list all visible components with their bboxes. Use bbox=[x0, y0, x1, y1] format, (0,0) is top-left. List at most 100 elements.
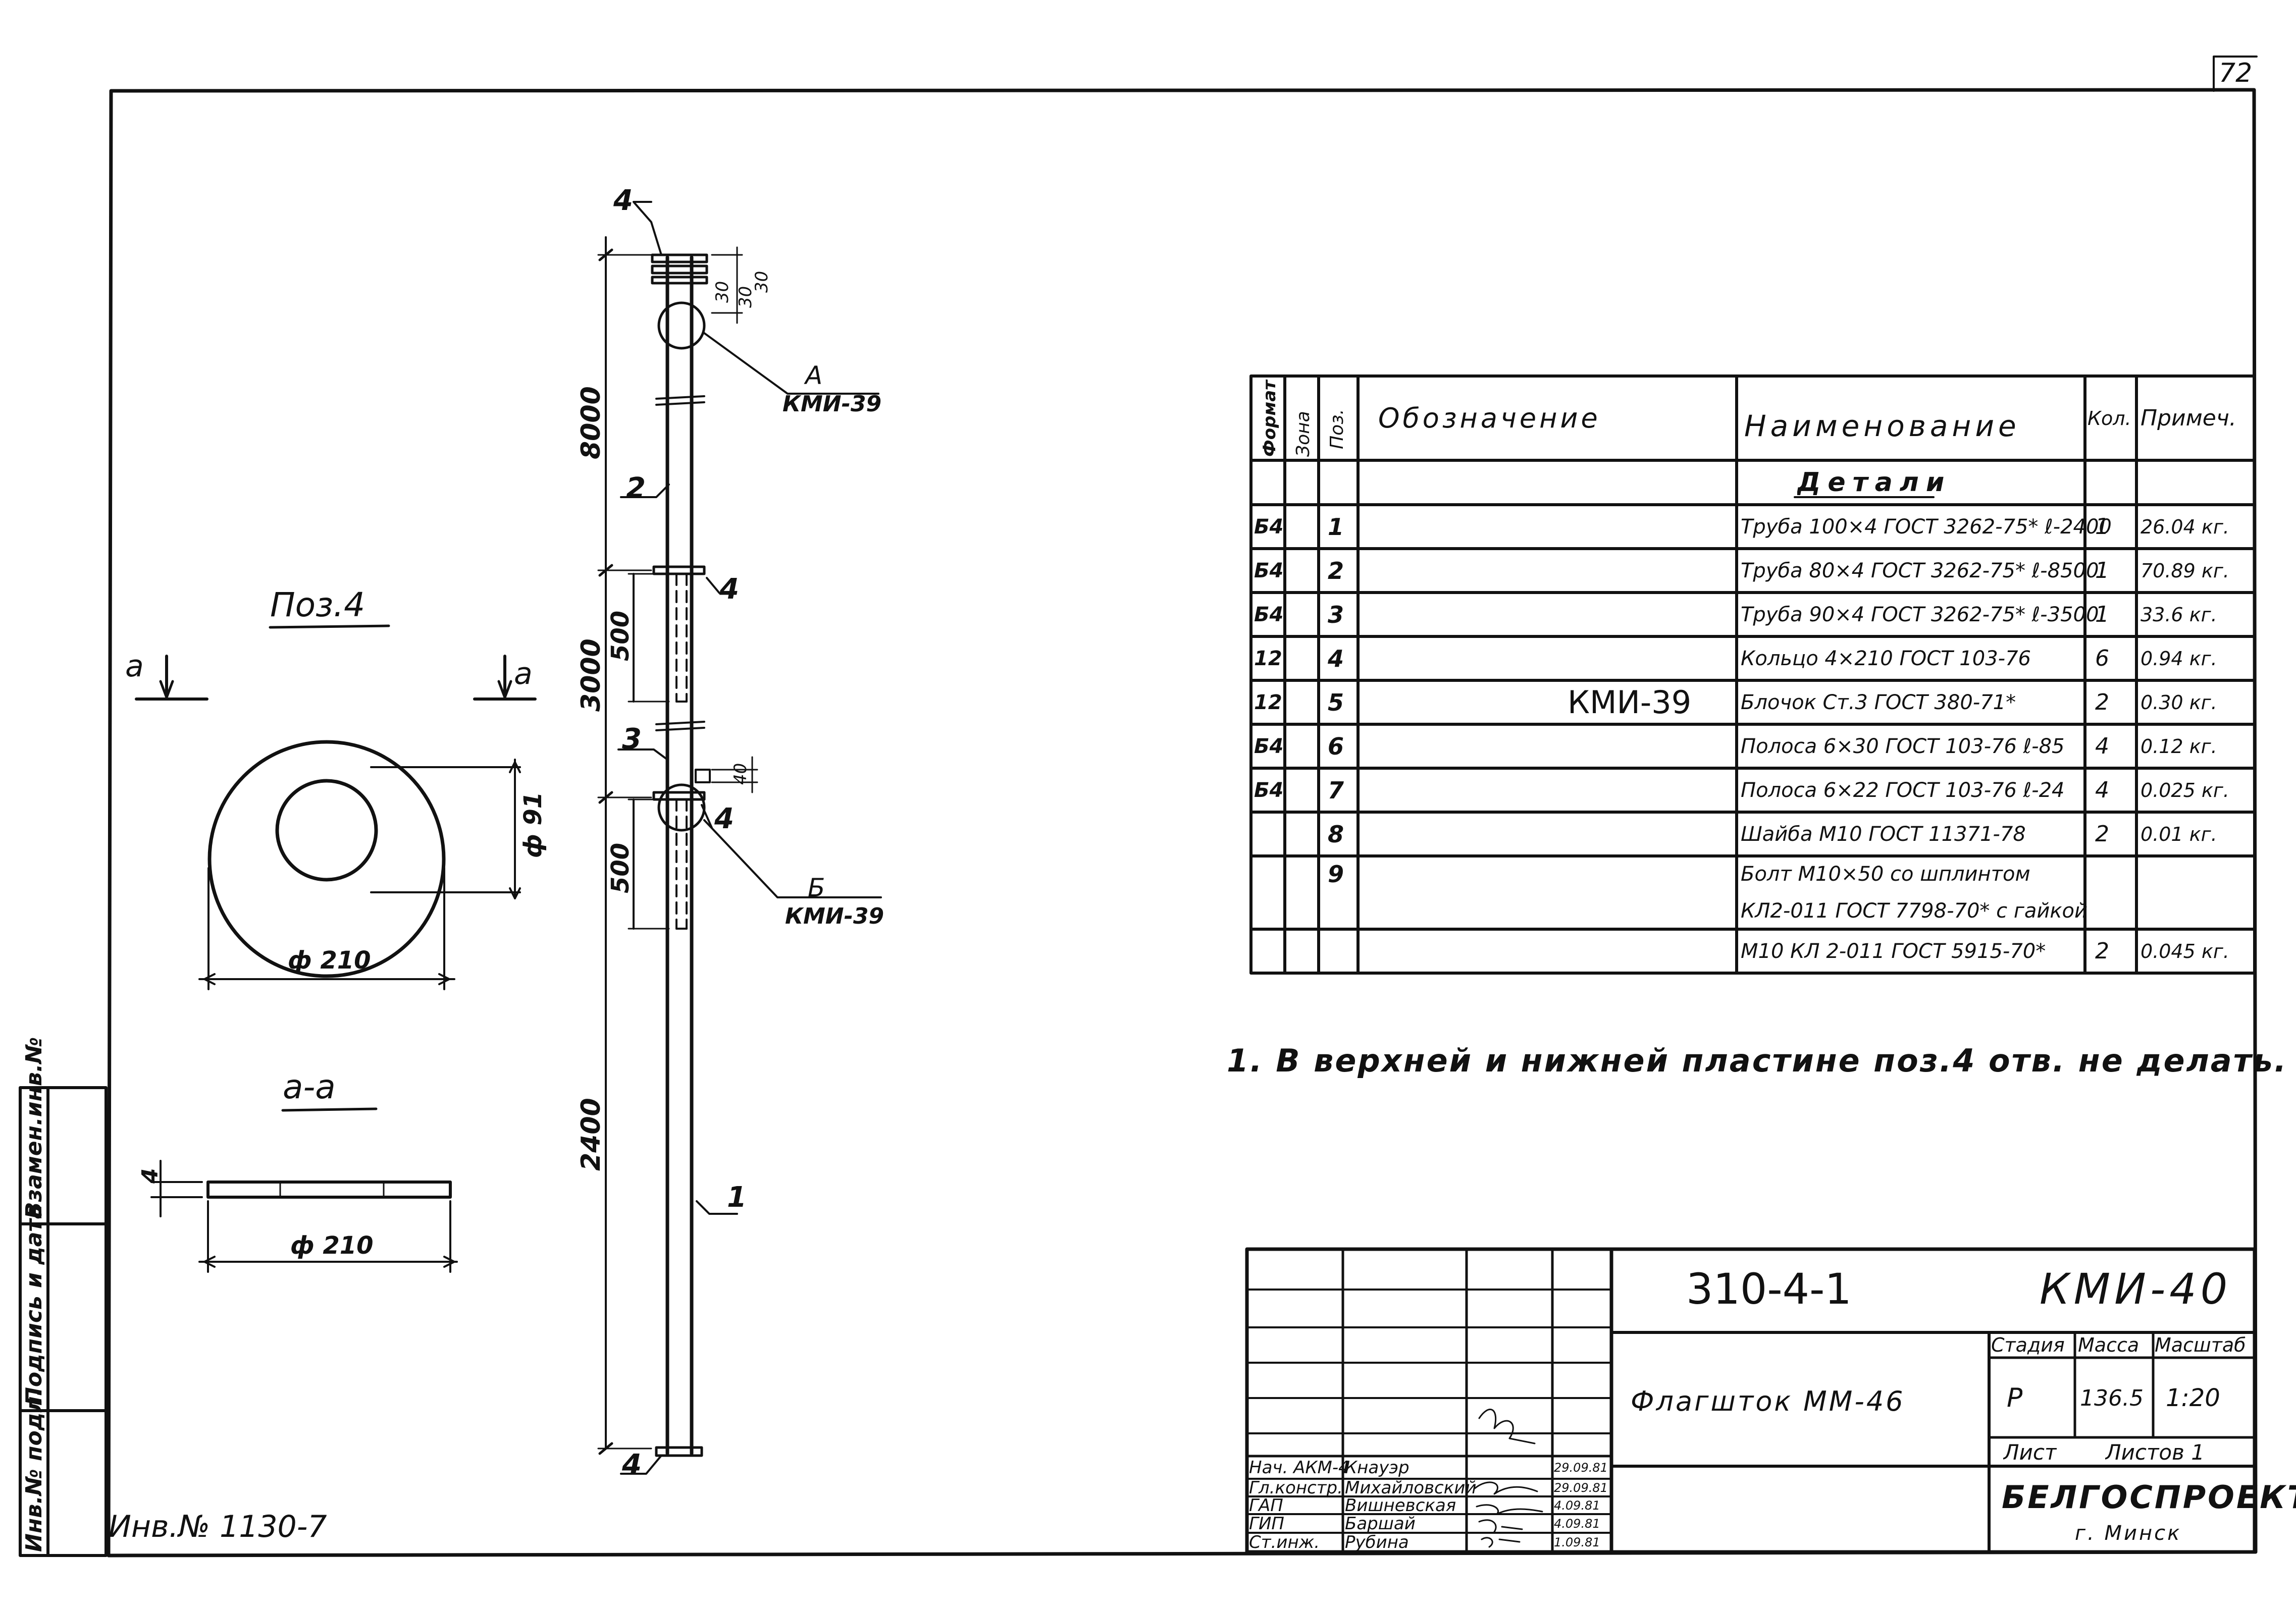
signatory-date: 4.09.81 bbox=[1554, 1516, 1600, 1531]
signatory-date: 4.09.81 bbox=[1554, 1498, 1600, 1513]
row-note: 0.12 кг. bbox=[2141, 735, 2217, 758]
row-note: 0.045 кг. bbox=[2141, 940, 2229, 962]
mass-value: 136.5 bbox=[2080, 1385, 2144, 1411]
header-pos: Поз. bbox=[1327, 409, 1347, 449]
signatory-name: Вишневская bbox=[1345, 1496, 1456, 1514]
dim-top-gap-3: 30 bbox=[712, 281, 733, 303]
row-qty: 2 bbox=[2095, 821, 2109, 847]
callout-b-ref: КМИ-39 bbox=[785, 903, 884, 929]
inner-diameter-label: ф 91 bbox=[519, 792, 547, 858]
scale-label: Масштаб bbox=[2155, 1334, 2246, 1356]
row-name: Шайба М10 ГОСТ 11371-78 bbox=[1741, 822, 2026, 846]
pole-pos-2: 2 bbox=[626, 472, 646, 505]
callout-b-letter: Б bbox=[808, 873, 825, 902]
pole-pos-4-low: 4 bbox=[714, 802, 734, 835]
row-note: 26.04 кг. bbox=[2141, 515, 2229, 538]
thickness-label: 4 bbox=[137, 1168, 163, 1184]
callout-a-ref: КМИ-39 bbox=[782, 391, 882, 417]
row-note: 0.01 кг. bbox=[2141, 823, 2217, 845]
section-mark-right: а bbox=[514, 656, 533, 691]
detail-title: Поз.4 bbox=[270, 585, 366, 624]
general-note: 1. В верхней и нижней пластине поз.4 отв… bbox=[1227, 1042, 2288, 1079]
object-name: Флагшток ММ-46 bbox=[1631, 1385, 1905, 1417]
scale-value: 1:20 bbox=[2166, 1384, 2220, 1412]
dim-sleeve-upper: 500 bbox=[606, 611, 635, 661]
row-note: 70.89 кг. bbox=[2141, 559, 2229, 582]
signatory-name: Рубина bbox=[1345, 1533, 1409, 1552]
signatory-role: Гл.констр. bbox=[1249, 1479, 1343, 1496]
row-format: Б4 bbox=[1254, 734, 1284, 758]
row-name: Кольцо 4×210 ГОСТ 103-76 bbox=[1741, 647, 2031, 670]
section-mark-left: а bbox=[125, 649, 144, 684]
signatory-name: Баршай bbox=[1345, 1514, 1416, 1533]
city: г. Минск bbox=[2075, 1522, 2182, 1545]
row-note: 0.94 кг. bbox=[2141, 647, 2217, 670]
row-pos: 6 bbox=[1328, 732, 1344, 760]
pole-pos-3: 3 bbox=[622, 723, 642, 756]
row-name: КЛ2-011 ГОСТ 7798-70* с гайкой bbox=[1741, 899, 2088, 923]
header-zone: Зона bbox=[1293, 411, 1314, 457]
signatory-date: 29.09.81 bbox=[1554, 1460, 1608, 1475]
organization: БЕЛГОСПРОЕКТ bbox=[2002, 1479, 2296, 1516]
row-name: Полоса 6×22 ГОСТ 103-76 ℓ-24 bbox=[1741, 778, 2065, 802]
section-title: а-а bbox=[283, 1067, 336, 1106]
row-pos: 3 bbox=[1328, 601, 1344, 628]
spec-table-grid bbox=[1249, 374, 2256, 975]
mass-label: Масса bbox=[2078, 1334, 2140, 1356]
row-name: М10 КЛ 2-011 ГОСТ 5915-70* bbox=[1741, 939, 2046, 963]
signatory-role: Нач. АКМ-4 bbox=[1249, 1457, 1349, 1478]
header-name: Наименование bbox=[1744, 408, 2020, 443]
pole-pos-4-bottom: 4 bbox=[622, 1449, 642, 1481]
dim-top-gap-1: 30 bbox=[736, 286, 756, 308]
row-name: Труба 90×4 ГОСТ 3262-75* ℓ-3500 bbox=[1741, 603, 2099, 626]
pole-pos-1: 1 bbox=[727, 1181, 747, 1214]
stage-value: Р bbox=[2007, 1383, 2023, 1413]
row-pos: 7 bbox=[1328, 776, 1344, 804]
section-diameter-label: ф 210 bbox=[290, 1231, 374, 1260]
row-qty: 1 bbox=[2095, 558, 2109, 583]
row-qty: 6 bbox=[2095, 646, 2109, 671]
ring-plan-view bbox=[135, 624, 537, 990]
dim-segment-bottom: 2400 bbox=[576, 1098, 606, 1171]
page-number-box bbox=[2213, 56, 2258, 92]
project-code: 310-4-1 bbox=[1686, 1264, 1852, 1314]
row-name: Блочок Ст.3 ГОСТ 380-71* bbox=[1741, 690, 2016, 714]
pole-pos-4-top: 4 bbox=[613, 184, 633, 217]
row-qty: 2 bbox=[2095, 938, 2109, 964]
row-format: Б4 bbox=[1254, 603, 1284, 626]
row-name: Болт М10×50 со шплинтом bbox=[1741, 863, 2030, 886]
sheets-label: Листов 1 bbox=[2105, 1439, 2205, 1465]
row-qty: 2 bbox=[2095, 689, 2109, 715]
header-format: Формат bbox=[1260, 379, 1280, 457]
dim-side-gap: 40 bbox=[730, 763, 751, 785]
row-qty: 4 bbox=[2095, 777, 2109, 803]
row-pos: 9 bbox=[1328, 861, 1344, 888]
signatory-role: ГИП bbox=[1249, 1514, 1284, 1533]
dim-segment-top: 8000 bbox=[576, 386, 606, 459]
sheet-label: Лист bbox=[2003, 1439, 2057, 1465]
signatures bbox=[1473, 1409, 1543, 1548]
side-stamp-col1: Инв.№ подл. bbox=[21, 1388, 47, 1552]
section-details-title: Детали bbox=[1797, 467, 1952, 498]
pole-elevation bbox=[597, 201, 882, 1475]
row-note: 33.6 кг. bbox=[2141, 603, 2217, 626]
row-pos: 8 bbox=[1328, 820, 1344, 848]
drawing-code: КМИ-40 bbox=[2040, 1264, 2232, 1314]
side-stamp-col3: Взамен.инв.№ bbox=[21, 1037, 47, 1219]
row-pos: 1 bbox=[1328, 513, 1344, 541]
signatory-role: ГАП bbox=[1249, 1496, 1283, 1514]
page-number: 72 bbox=[2219, 58, 2252, 88]
row-format: 12 bbox=[1254, 647, 1282, 670]
row-pos: 2 bbox=[1328, 557, 1344, 584]
row-qty: 4 bbox=[2095, 733, 2109, 759]
header-note: Примеч. bbox=[2141, 405, 2236, 431]
dim-sleeve-lower: 500 bbox=[606, 843, 635, 893]
row-note: 0.025 кг. bbox=[2141, 779, 2229, 801]
signatory-name: Михайловский bbox=[1345, 1479, 1477, 1496]
dim-segment-mid: 3000 bbox=[576, 638, 606, 712]
row-format: Б4 bbox=[1254, 778, 1284, 802]
side-stamp bbox=[19, 1086, 108, 1557]
header-qty: Кол. bbox=[2088, 407, 2131, 430]
ring-section-view bbox=[150, 1107, 458, 1273]
